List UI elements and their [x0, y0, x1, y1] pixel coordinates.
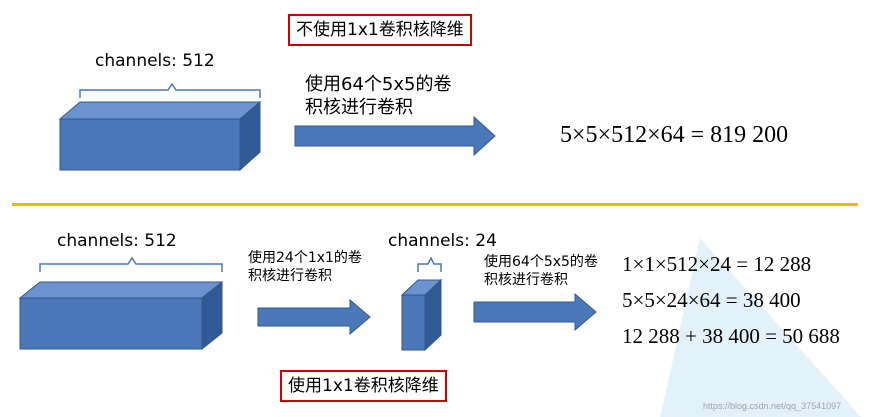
bottom-left-channels-label: channels: 512 [57, 231, 177, 251]
bottom-title: 使用1x1卷积核降维 [280, 370, 447, 402]
bottom-arrow2-label: 使用64个5x5的卷 积核进行卷积 [484, 254, 598, 289]
top-arrow-label: 使用64个5x5的卷 积核进行卷积 [305, 74, 452, 119]
bottom-formula-1: 1×1×512×24 = 12 288 [622, 252, 812, 276]
bottom-arrow1-label: 使用24个1x1的卷 积核进行卷积 [248, 250, 362, 285]
watermark-text: https://blog.csdn.net/qq_37541097 [703, 401, 842, 411]
section-divider [12, 203, 858, 206]
top-formula: 5×5×512×64 = 819 200 [560, 122, 789, 148]
bottom-mid-channels-label: channels: 24 [388, 231, 497, 251]
bottom-formula-3: 12 288 + 38 400 = 50 688 [622, 324, 840, 348]
bottom-formula-2: 5×5×24×64 = 38 400 [622, 288, 801, 312]
top-title: 不使用1x1卷积核降维 [288, 14, 472, 46]
top-channels-label: channels: 512 [95, 51, 215, 71]
